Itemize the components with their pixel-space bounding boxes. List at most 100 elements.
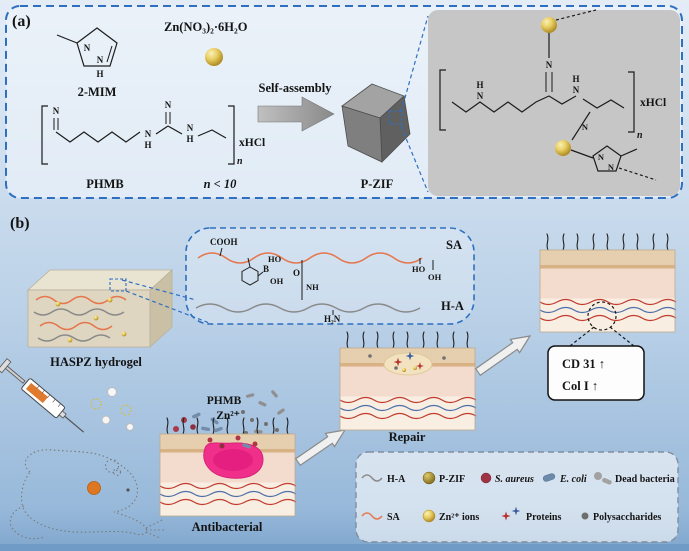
marker-box: CD 31 ↑ Col I ↑: [547, 345, 645, 401]
mouse-eye: [126, 488, 130, 492]
droplets: [90, 387, 134, 431]
mim-label: 2-MIM: [78, 85, 117, 99]
atom-h: H: [186, 134, 193, 144]
repair-label: Repair: [389, 430, 426, 444]
legend-item-pzif: P-ZIF: [422, 471, 465, 485]
atom-h: H: [144, 140, 151, 150]
crosslink-callout: SA H-A COOH B HO OH O NH H₂N HO OH: [185, 227, 475, 325]
zn-sphere-icon: [205, 48, 223, 66]
ho-label: HO: [412, 264, 426, 274]
antibacterial-label: Antibacterial: [192, 520, 263, 534]
gray-structure-panel: N H N H N n xHCl N N N: [428, 9, 680, 196]
atom-n: N: [582, 122, 589, 132]
atom-n: N: [97, 55, 104, 65]
panel-a-label: (a): [12, 13, 31, 30]
syringe: [0, 358, 85, 433]
atom-n: N: [165, 100, 172, 110]
col1-label: Col I ↑: [562, 379, 598, 393]
skin-healed: [540, 234, 676, 332]
legend-item-polysaccharides: Polysaccharides: [581, 512, 661, 523]
atom-h: H: [572, 74, 579, 84]
arrow-to-repair: [294, 429, 347, 467]
hydrogel-label: HASPZ hydrogel: [50, 355, 142, 369]
atom-n: N: [546, 60, 553, 70]
legend-label: P-ZIF: [439, 474, 465, 485]
pzif-label: P-ZIF: [361, 177, 394, 191]
panel-b-label: (b): [10, 215, 30, 232]
legend-label: S. aureus: [495, 474, 534, 485]
ha-label: H-A: [441, 299, 464, 313]
phmb-structure: N N H N N H n xHCl: [41, 100, 265, 167]
atom-n: N: [145, 129, 152, 139]
legend-item-dead-bacteria: Dead bacteria: [594, 472, 675, 485]
boron-label: B: [263, 264, 269, 274]
legend-label: Proteins: [526, 512, 561, 523]
nh-label: NH: [306, 282, 319, 292]
sa-label: SA: [446, 238, 462, 252]
zoom-box: [109, 278, 127, 292]
legend-item-ecoli: E. coli: [542, 473, 587, 485]
dead-bacteria-icon: [594, 472, 602, 480]
ecoli-icon: [542, 473, 556, 482]
zn-ion-icon: [422, 509, 436, 523]
subscript-n: n: [637, 130, 643, 141]
legend-label: H-A: [387, 474, 406, 485]
zoom-box: [388, 110, 403, 125]
atom-n: N: [187, 123, 194, 133]
oh-label: OH: [270, 276, 284, 286]
hydrogel-block: [26, 269, 213, 348]
skin-repair: [340, 332, 476, 430]
dead-bacteria-rod-icon: [602, 477, 612, 485]
zoom-circle: [587, 301, 617, 331]
zn-sphere-icon: [555, 140, 571, 156]
bottom-strip: [0, 544, 689, 551]
phmb-release-label: PHMB: [207, 395, 242, 407]
atom-h: H: [96, 69, 103, 79]
atom-n: N: [84, 43, 91, 53]
legend-label: SA: [387, 512, 401, 523]
mouse-sketch: [9, 449, 164, 540]
panel-b: (b) SA H-A COOH B HO OH O NH H₂N HO OH: [0, 215, 679, 543]
ho-label: HO: [268, 254, 282, 264]
atom-h: H: [476, 80, 483, 90]
legend-item-zn-ions: Zn²⁺ ions: [422, 509, 479, 523]
cd31-label: CD 31 ↑: [562, 357, 605, 371]
ha-chain: [195, 303, 421, 313]
legend-item-sa: SA: [361, 512, 401, 523]
panel-a: (a) N N H 2-MIM Zn(NO₃)₂·6H₂O N N H N N: [5, 5, 683, 199]
o-label: O: [293, 268, 300, 278]
polysaccharide-icon: [581, 512, 589, 520]
pzif-crystal: [341, 15, 429, 193]
saureus-icon: [480, 472, 492, 484]
xhcl-label: xHCl: [239, 137, 265, 149]
legend-box: H-A P-ZIF S. aureus E. coli Dead bacteri…: [355, 451, 679, 543]
arrow-to-healed: [474, 335, 532, 377]
injection-site: [87, 481, 101, 495]
legend-label: Polysaccharides: [593, 512, 661, 523]
sa-icon: [361, 512, 383, 520]
legend-label: Dead bacteria: [615, 474, 675, 485]
self-assembly-label: Self-assembly: [259, 81, 333, 95]
atom-n: N: [477, 91, 484, 101]
legend-label: Zn²⁺ ions: [439, 512, 479, 523]
legend-item-proteins: Proteins: [501, 506, 561, 523]
atom-n: N: [53, 106, 60, 116]
legend-label: E. coli: [559, 474, 587, 485]
zn-salt-label: Zn(NO₃)₂·6H₂O: [164, 20, 248, 34]
mim-structure: N N H: [56, 27, 118, 79]
pzif-icon: [422, 471, 436, 485]
zn-sphere-icon: [541, 17, 557, 33]
cooh-label: COOH: [210, 237, 238, 247]
atom-n: N: [608, 162, 615, 172]
atom-n: N: [573, 85, 580, 95]
legend-item-saureus: S. aureus: [480, 472, 534, 485]
ha-icon: [361, 474, 383, 482]
self-assembly-arrow: [257, 96, 335, 132]
h2n-label: H₂N: [324, 314, 341, 324]
legend-item-ha: H-A: [361, 474, 406, 485]
zn-release-label: Zn²⁺: [216, 410, 240, 422]
sa-chain: [197, 252, 423, 264]
oh-label: OH: [428, 272, 442, 282]
